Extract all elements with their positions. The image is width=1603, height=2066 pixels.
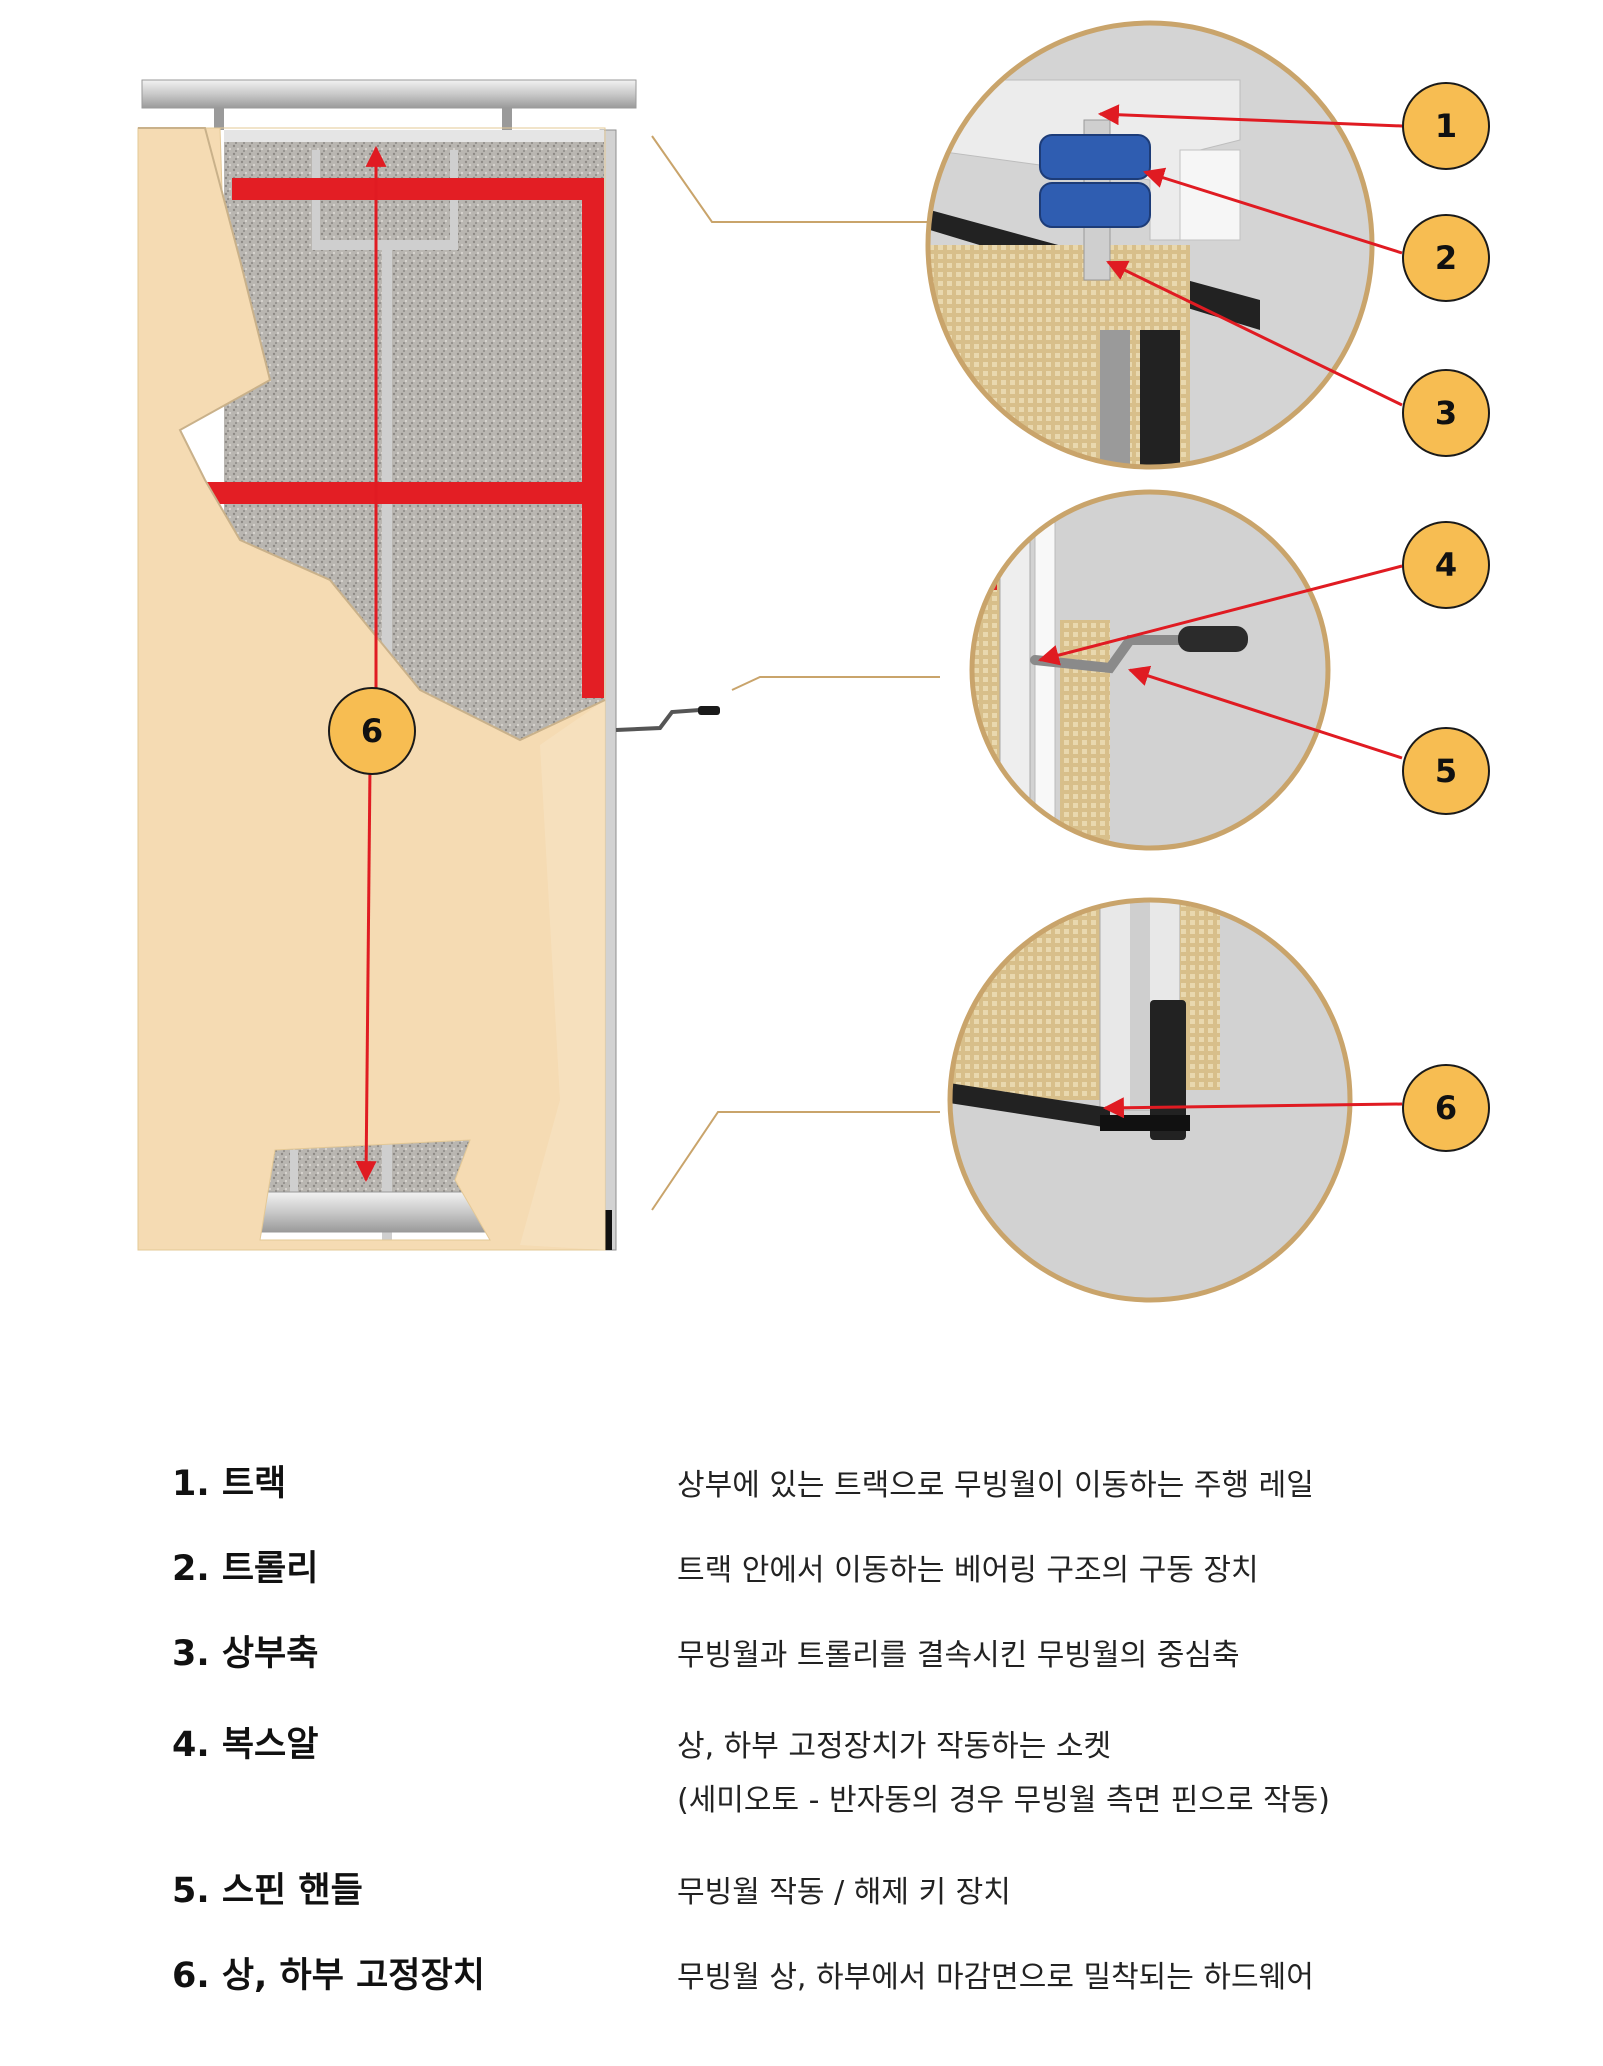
legend-item-name: 1. 트랙	[172, 1464, 287, 1504]
callout-number: 6	[361, 712, 383, 750]
detail-circle-top	[925, 20, 1375, 470]
callout-number: 6	[1435, 1089, 1457, 1127]
legend-item-desc: 무빙월 작동 / 해제 키 장치	[677, 1875, 1011, 1910]
callout-badge-6-detail: 6	[1402, 1064, 1490, 1152]
detail-circle-middle	[969, 489, 1331, 851]
callout-arrows	[355, 104, 1403, 1183]
callout-number: 2	[1435, 239, 1457, 277]
legend-item-desc: 상부에 있는 트랙으로 무빙월이 이동하는 주행 레일	[677, 1468, 1314, 1503]
callout-number: 4	[1435, 546, 1457, 584]
legend-item-desc: 무빙월과 트롤리를 결속시킨 무빙월의 중심축	[677, 1638, 1240, 1673]
legend-item-desc: 상, 하부 고정장치가 작동하는 소켓 (세미오토 - 반자동의 경우 무빙월 …	[677, 1729, 1330, 1818]
callout-badge-6-panel: 6	[328, 687, 416, 775]
callout-number: 5	[1435, 752, 1457, 790]
moving-wall-diagram: 1 2 3 4 5 6 6	[137, 20, 1490, 1303]
callout-badge-2: 2	[1402, 214, 1490, 302]
callout-badge-1: 1	[1402, 82, 1490, 170]
callout-badge-3: 3	[1402, 369, 1490, 457]
leader-lines	[651, 135, 940, 1211]
callout-number: 1	[1435, 107, 1457, 145]
legend-item-desc: 트랙 안에서 이동하는 베어링 구조의 구동 장치	[677, 1553, 1259, 1588]
callout-badge-5: 5	[1402, 727, 1490, 815]
legend-item-name: 4. 복스알	[172, 1725, 319, 1765]
legend-item-name: 3. 상부축	[172, 1634, 319, 1674]
legend-item-desc: 무빙월 상, 하부에서 마감면으로 밀착되는 하드웨어	[677, 1960, 1314, 1995]
legend-item-name: 2. 트롤리	[172, 1549, 319, 1589]
callout-number: 3	[1435, 394, 1457, 432]
wall-panel-illustration	[137, 79, 720, 1251]
legend-item-name: 5. 스핀 핸들	[172, 1871, 363, 1911]
legend-item-name: 6. 상, 하부 고정장치	[172, 1956, 485, 1996]
callout-badge-4: 4	[1402, 521, 1490, 609]
